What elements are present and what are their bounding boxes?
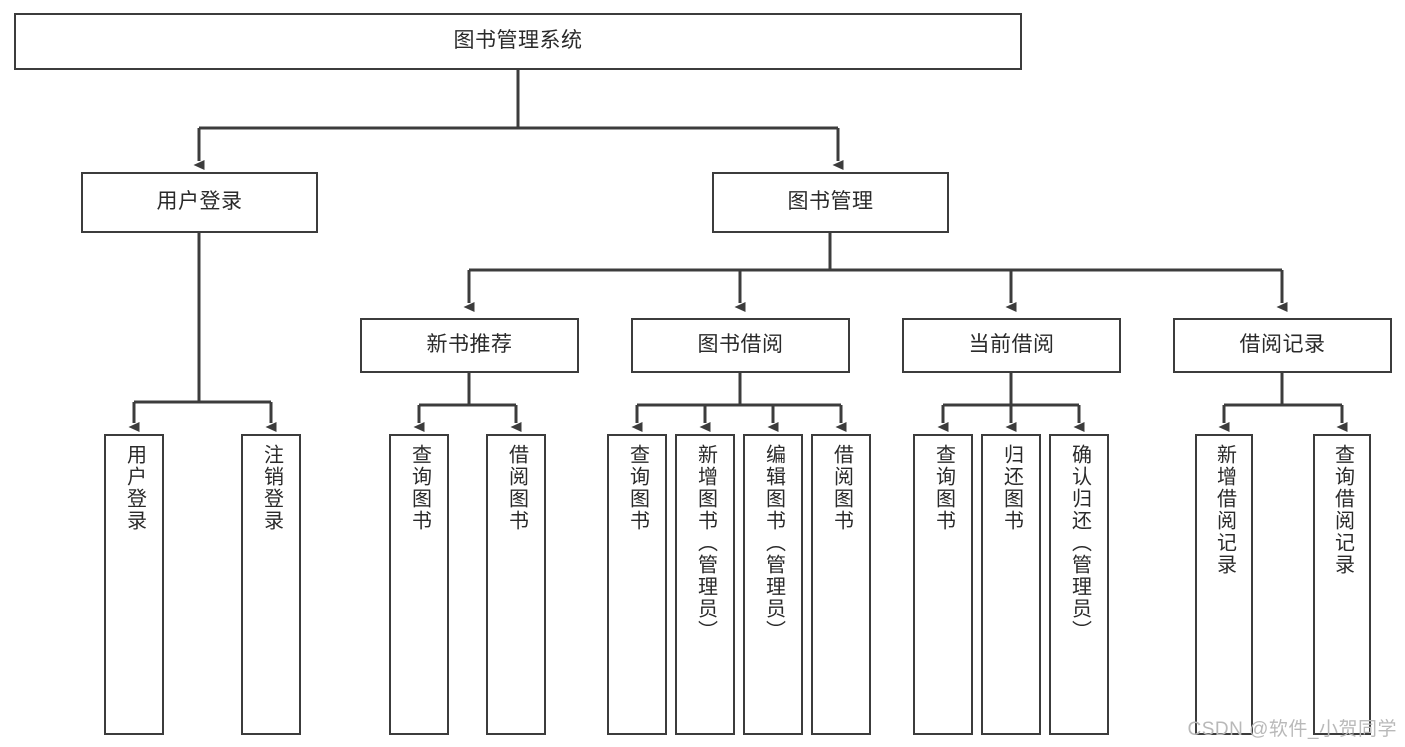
node-new-book-rec[interactable]: 新书推荐 xyxy=(360,318,579,373)
node-leaf-return-book[interactable]: 归还图书 xyxy=(981,434,1041,735)
node-current-borrow[interactable]: 当前借阅 xyxy=(902,318,1121,373)
node-leaf-borrow-book-2[interactable]: 借阅图书 xyxy=(811,434,871,735)
node-leaf-confirm-return-label: 确认归还（管理员） xyxy=(1068,444,1091,642)
node-leaf-borrow-book-1[interactable]: 借阅图书 xyxy=(486,434,546,735)
node-leaf-borrow-book-2-label: 借阅图书 xyxy=(830,444,853,532)
node-leaf-add-book-label: 新增图书（管理员） xyxy=(694,444,717,642)
node-leaf-user-login[interactable]: 用户登录 xyxy=(104,434,164,735)
node-leaf-add-record[interactable]: 新增借阅记录 xyxy=(1195,434,1253,735)
node-leaf-add-record-label: 新增借阅记录 xyxy=(1213,444,1236,576)
node-leaf-logout-label: 注销登录 xyxy=(260,444,283,532)
node-user-login-label: 用户登录 xyxy=(156,190,243,214)
node-leaf-query-book-1-label: 查询图书 xyxy=(408,444,431,532)
node-borrow-record[interactable]: 借阅记录 xyxy=(1173,318,1392,373)
node-book-borrow-label: 图书借阅 xyxy=(697,333,784,357)
node-leaf-edit-book[interactable]: 编辑图书（管理员） xyxy=(743,434,803,735)
node-leaf-query-record[interactable]: 查询借阅记录 xyxy=(1313,434,1371,735)
node-leaf-user-login-label: 用户登录 xyxy=(123,444,146,532)
node-leaf-borrow-book-1-label: 借阅图书 xyxy=(505,444,528,532)
node-new-book-rec-label: 新书推荐 xyxy=(426,333,513,357)
node-root-label: 图书管理系统 xyxy=(453,29,583,53)
node-user-login[interactable]: 用户登录 xyxy=(81,172,318,233)
watermark: CSDN @软件_小贺同学 xyxy=(1187,719,1397,740)
node-root[interactable]: 图书管理系统 xyxy=(14,13,1022,70)
node-book-manage[interactable]: 图书管理 xyxy=(712,172,949,233)
node-leaf-confirm-return[interactable]: 确认归还（管理员） xyxy=(1049,434,1109,735)
node-leaf-return-book-label: 归还图书 xyxy=(1000,444,1023,532)
node-leaf-query-book-3[interactable]: 查询图书 xyxy=(913,434,973,735)
node-leaf-logout[interactable]: 注销登录 xyxy=(241,434,301,735)
node-leaf-query-book-1[interactable]: 查询图书 xyxy=(389,434,449,735)
node-leaf-query-record-label: 查询借阅记录 xyxy=(1331,444,1354,576)
node-borrow-record-label: 借阅记录 xyxy=(1239,333,1326,357)
node-leaf-query-book-2-label: 查询图书 xyxy=(626,444,649,532)
node-leaf-add-book[interactable]: 新增图书（管理员） xyxy=(675,434,735,735)
node-leaf-query-book-2[interactable]: 查询图书 xyxy=(607,434,667,735)
node-book-borrow[interactable]: 图书借阅 xyxy=(631,318,850,373)
node-leaf-edit-book-label: 编辑图书（管理员） xyxy=(762,444,785,642)
node-leaf-query-book-3-label: 查询图书 xyxy=(932,444,955,532)
node-current-borrow-label: 当前借阅 xyxy=(968,333,1055,357)
node-book-manage-label: 图书管理 xyxy=(787,190,874,214)
